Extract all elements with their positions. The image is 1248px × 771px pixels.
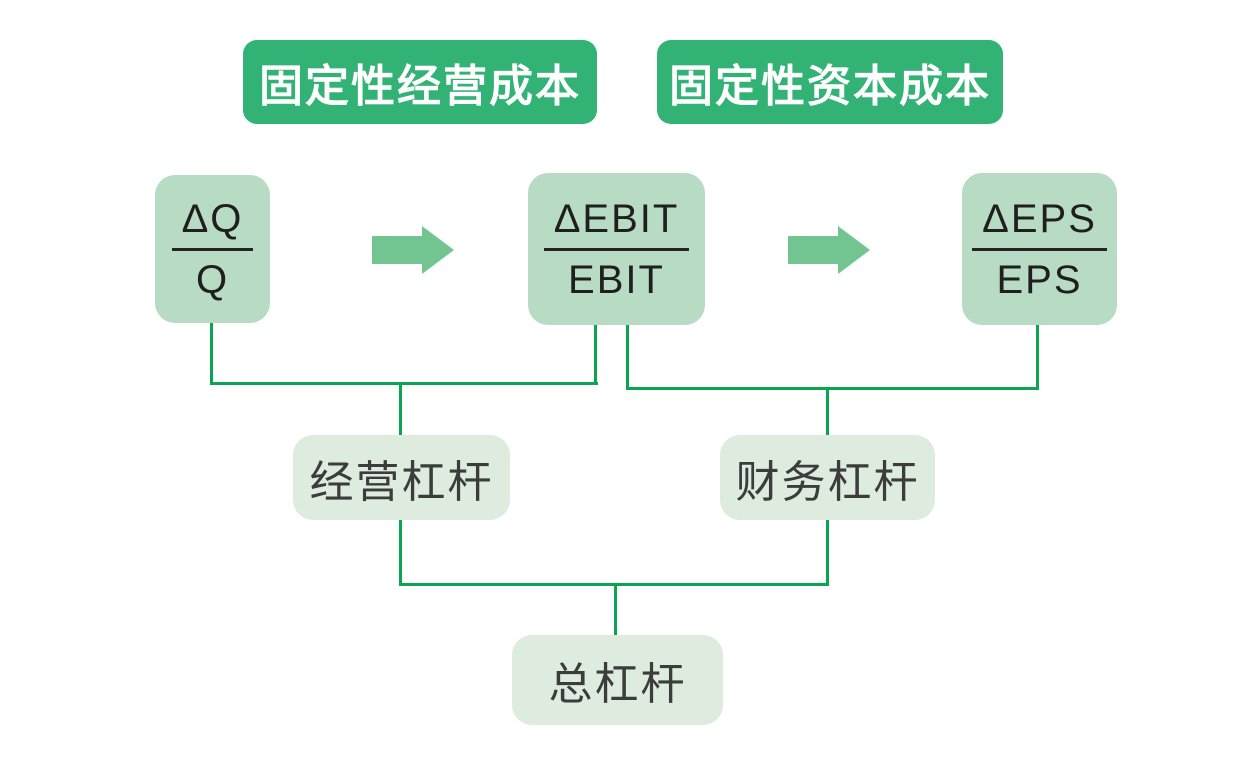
connector-financial-drop [826, 388, 829, 435]
connector-ebit-left-drop [594, 325, 597, 385]
operating-leverage-label: 经营杠杆 [309, 457, 494, 507]
connector-q-drop [210, 323, 213, 385]
arrow-right-icon [372, 222, 454, 278]
header-fixed-operating-cost-label: 固定性经营成本 [259, 62, 581, 111]
arrow-right-icon [788, 222, 870, 278]
financial-leverage-label: 财务杠杆 [735, 457, 920, 507]
connector-eps-drop [1036, 325, 1039, 390]
fraction-q-denominator: Q [195, 257, 230, 302]
fraction-eps-denominator: EPS [996, 257, 1083, 302]
fraction-box-ebit: ΔEBIT EBIT [528, 173, 705, 325]
connector-total-drop [614, 583, 617, 637]
connector-right-bracket [626, 387, 1039, 390]
connector-ebit-right-drop [626, 325, 629, 390]
connector-left-bracket [210, 382, 598, 385]
operating-leverage-box: 经营杠杆 [293, 435, 510, 520]
fraction-bar [543, 247, 690, 251]
financial-leverage-box: 财务杠杆 [720, 435, 935, 520]
header-fixed-capital-cost-label: 固定性资本成本 [669, 62, 991, 111]
fraction-ebit-numerator: ΔEBIT [553, 196, 680, 241]
connector-operating-drop [399, 383, 402, 435]
fraction-bar [171, 247, 254, 251]
fraction-box-eps: ΔEPS EPS [962, 173, 1117, 325]
fraction-q: ΔQ Q [171, 196, 254, 302]
connector-financial-bottom-drop [826, 520, 829, 586]
fraction-eps: ΔEPS EPS [972, 196, 1107, 302]
header-fixed-capital-cost: 固定性资本成本 [657, 40, 1003, 124]
fraction-ebit: ΔEBIT EBIT [543, 196, 690, 302]
fraction-box-q: ΔQ Q [155, 175, 270, 323]
header-fixed-operating-cost: 固定性经营成本 [243, 40, 597, 124]
total-leverage-box: 总杠杆 [512, 635, 723, 725]
fraction-bar [972, 247, 1107, 251]
fraction-ebit-denominator: EBIT [568, 257, 665, 302]
fraction-eps-numerator: ΔEPS [982, 196, 1097, 241]
total-leverage-label: 总杠杆 [548, 660, 687, 709]
fraction-q-numerator: ΔQ [181, 196, 244, 241]
connector-operating-bottom-drop [399, 520, 402, 586]
